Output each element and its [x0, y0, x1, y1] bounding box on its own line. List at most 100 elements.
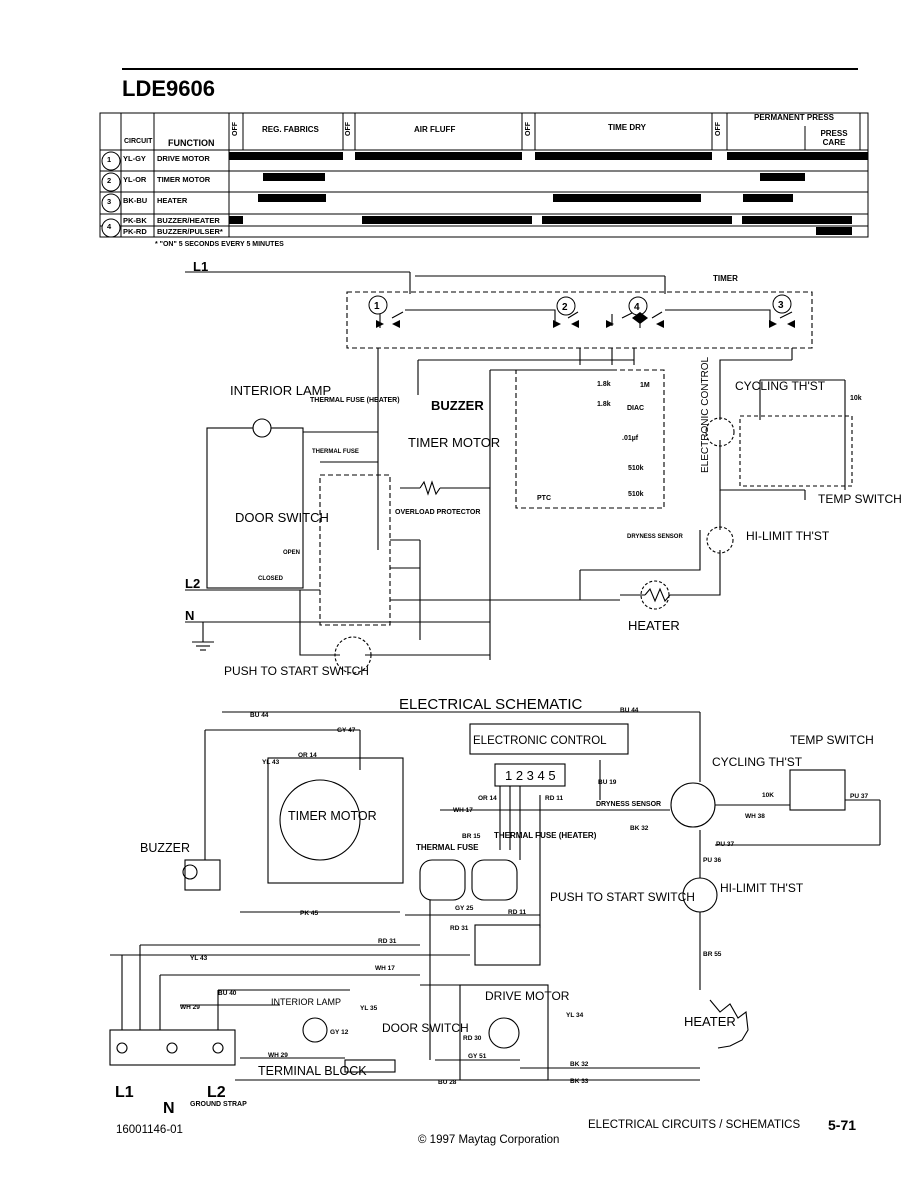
- wire-gy51: GY 51: [468, 1053, 487, 1060]
- wiring-labels: L1 L2 N TIMER INTERIOR LAMP THERMAL FUSE…: [185, 259, 902, 678]
- wiring-r510k-a: 510k: [628, 465, 644, 472]
- wiring-electronic-control: ELECTRONIC CONTROL: [700, 356, 711, 473]
- wire-bk32b: BK 32: [570, 1061, 589, 1068]
- wire-bu44b: BU 44: [620, 707, 639, 714]
- wire-wh17a: WH 17: [453, 807, 473, 814]
- schematic-N: N: [163, 1100, 175, 1117]
- row-4-function: BUZZER/HEATER: [157, 216, 220, 225]
- schematic-electronic-control: ELECTRONIC CONTROL: [473, 735, 607, 747]
- schematic-cycling-thst: CYCLING TH'ST: [712, 755, 803, 769]
- svg-text:3: 3: [778, 300, 784, 311]
- wire-wh38: WH 38: [745, 813, 765, 820]
- row-5-circuit: PK-RD: [123, 227, 147, 236]
- schematic-buzzer: BUZZER: [140, 841, 190, 855]
- wire-rd31a: RD 31: [450, 925, 469, 932]
- page-title: LDE9606: [122, 76, 215, 101]
- wiring-buzzer: BUZZER: [431, 398, 484, 413]
- footer-left: 16001146-01: [116, 1124, 183, 1136]
- cycle-press-care: PRESS CARE: [820, 129, 848, 147]
- wire-yl35: YL 35: [360, 1005, 378, 1012]
- schematic-timer-motor: TIMER MOTOR: [288, 809, 377, 823]
- wiring-timer: TIMER: [713, 274, 738, 283]
- cycle-air-fluff: AIR FLUFF: [414, 125, 456, 134]
- row-3-circuit: BK-BU: [123, 196, 148, 205]
- row-4-num: 4: [107, 222, 112, 231]
- schematic-hi-limit: HI-LIMIT TH'ST: [720, 881, 804, 895]
- wire-bk33: BK 33: [570, 1078, 589, 1085]
- wiring-timer-motor: TIMER MOTOR: [408, 435, 500, 450]
- wiring-temp-switch: TEMP SWITCH: [818, 492, 902, 506]
- svg-text:4: 4: [634, 302, 640, 313]
- cycle-time-dry: TIME DRY: [608, 123, 646, 132]
- wiring-r10k: 10k: [850, 395, 862, 402]
- title-rule: [122, 68, 858, 70]
- row-1-function: DRIVE MOTOR: [157, 154, 210, 163]
- row-3-num: 3: [107, 197, 112, 206]
- row-2-num: 2: [107, 176, 112, 185]
- copyright: © 1997 Maytag Corporation: [418, 1134, 560, 1146]
- wire-r10k: 10K: [762, 792, 774, 799]
- page-number: 5-71: [828, 1117, 857, 1133]
- wire-rd31b: RD 31: [378, 938, 397, 945]
- table-footnote: * "ON" 5 SECONDS EVERY 5 MINUTES: [155, 241, 284, 248]
- wiring-r510k-b: 510k: [628, 491, 644, 498]
- cycle-table-grid: [99, 112, 869, 238]
- wiring-r18k-a: 1.8k: [597, 381, 611, 388]
- wiring-cycling-thst: CYCLING TH'ST: [735, 379, 826, 393]
- wiring-N: N: [185, 608, 194, 623]
- wire-bu44a: BU 44: [250, 712, 269, 719]
- wire-gy12: GY 12: [330, 1029, 349, 1036]
- schematic-L2: L2: [207, 1084, 226, 1101]
- wire-wh29a: WH 29: [180, 1004, 200, 1011]
- wiring-open: OPEN: [283, 550, 300, 556]
- schematic-push-to-start: PUSH TO START SWITCH: [550, 890, 695, 904]
- schematic-heater: HEATER: [684, 1014, 736, 1029]
- wire-bu28: BU 28: [438, 1079, 457, 1086]
- wire-wh17b: WH 17: [375, 965, 395, 972]
- row-2-circuit: YL-OR: [123, 175, 147, 184]
- schematic-dryness-sensor: DRYNESS SENSOR: [596, 801, 661, 808]
- wiring-push-to-start: PUSH TO START SWITCH: [224, 664, 369, 678]
- wiring-heater: HEATER: [628, 618, 680, 633]
- schematic-temp-switch: TEMP SWITCH: [790, 733, 874, 747]
- wiring-r1m: 1M: [640, 382, 650, 389]
- row-1-num: 1: [107, 155, 112, 164]
- svg-text:2: 2: [562, 302, 568, 313]
- header-function: FUNCTION: [168, 138, 215, 148]
- row-2-function: TIMER MOTOR: [157, 175, 211, 184]
- wiring-L2: L2: [185, 576, 200, 591]
- wire-br15: BR 15: [462, 833, 481, 840]
- row-1-circuit: YL-GY: [123, 154, 146, 163]
- wire-br55: BR 55: [703, 951, 722, 958]
- wiring-r18k-b: 1.8k: [597, 401, 611, 408]
- cycle-bars: [229, 152, 868, 235]
- wire-rd30: RD 30: [463, 1035, 482, 1042]
- wire-pu37a: PU 37: [850, 793, 868, 800]
- wire-yl43: YL 43: [262, 759, 280, 766]
- cycle-reg-fabrics: REG. FABRICS: [262, 125, 319, 134]
- wiring-hi-limit: HI-LIMIT TH'ST: [746, 529, 830, 543]
- wiring-thermal-fuse: THERMAL FUSE: [312, 449, 359, 455]
- schematic-L1: L1: [115, 1084, 134, 1101]
- wiring-door-switch: DOOR SWITCH: [235, 510, 329, 525]
- footer-right: ELECTRICAL CIRCUITS / SCHEMATICS: [588, 1119, 801, 1131]
- wiring-thermal-fuse-heater: THERMAL FUSE (HEATER): [310, 397, 400, 404]
- wiring-L1: L1: [193, 259, 208, 274]
- schematic-thermal-fuse: THERMAL FUSE: [416, 843, 479, 852]
- wire-yl43b: YL 43: [190, 955, 208, 962]
- wiring-diac: DIAC: [627, 405, 644, 412]
- row-5-function: BUZZER/PULSER*: [157, 227, 223, 236]
- wire-pk45: PK 45: [300, 910, 318, 917]
- wiring-closed: CLOSED: [258, 576, 284, 582]
- row-4-circuit: PK-BK: [123, 216, 147, 225]
- svg-text:1: 1: [374, 301, 380, 312]
- cycle-permanent-press: PERMANENT PRESS: [754, 113, 835, 122]
- schematic-interior-lamp: INTERIOR LAMP: [271, 997, 341, 1007]
- wire-or14b: OR 14: [478, 795, 497, 802]
- schematic-door-switch: DOOR SWITCH: [382, 1021, 469, 1035]
- wiring-overload: OVERLOAD PROTECTOR: [395, 509, 480, 516]
- row-3-function: HEATER: [157, 196, 188, 205]
- wiring-interior-lamp: INTERIOR LAMP: [230, 383, 331, 398]
